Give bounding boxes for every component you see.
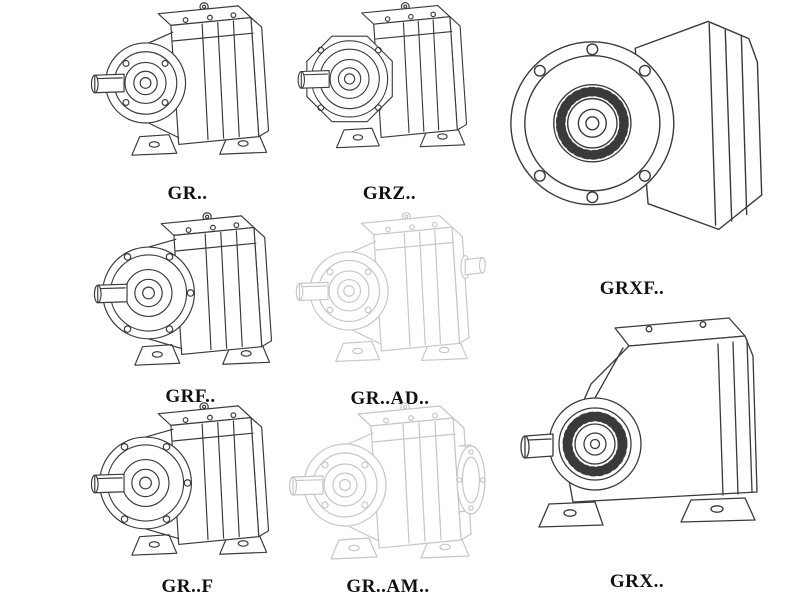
product-gr: GR.. bbox=[85, 0, 290, 205]
product-label-gr: GR.. bbox=[167, 183, 208, 204]
product-grf: GRF.. bbox=[88, 210, 293, 408]
gearbox-drawing-gr-f bbox=[85, 400, 290, 561]
product-label-grf: GRF.. bbox=[165, 386, 216, 407]
gearbox-drawing-grz bbox=[292, 0, 487, 153]
product-grx: GRX.. bbox=[497, 298, 777, 593]
product-label-gr-ad: GR..AD.. bbox=[350, 388, 430, 409]
product-label-gr-f: GR..F bbox=[161, 576, 214, 597]
gearbox-drawing-grxf bbox=[498, 0, 766, 238]
product-label-gr-am: GR..AM.. bbox=[346, 576, 430, 597]
gearbox-drawing-grx bbox=[497, 298, 777, 533]
product-label-grx: GRX.. bbox=[609, 571, 665, 592]
product-grxf: GRXF.. bbox=[498, 0, 766, 300]
product-label-grz: GRZ.. bbox=[362, 183, 417, 204]
gearbox-drawing-gr-am bbox=[283, 400, 493, 565]
product-label-grxf: GRXF.. bbox=[599, 278, 665, 299]
product-gr-f: GR..F bbox=[85, 400, 290, 598]
product-grz: GRZ.. bbox=[292, 0, 487, 205]
gearbox-drawing-gr-ad bbox=[290, 210, 490, 367]
product-gr-ad: GR..AD.. bbox=[290, 210, 490, 410]
gearbox-drawing-grf bbox=[88, 210, 293, 371]
product-gr-am: GR..AM.. bbox=[283, 400, 493, 598]
gearbox-drawing-gr bbox=[85, 0, 290, 161]
